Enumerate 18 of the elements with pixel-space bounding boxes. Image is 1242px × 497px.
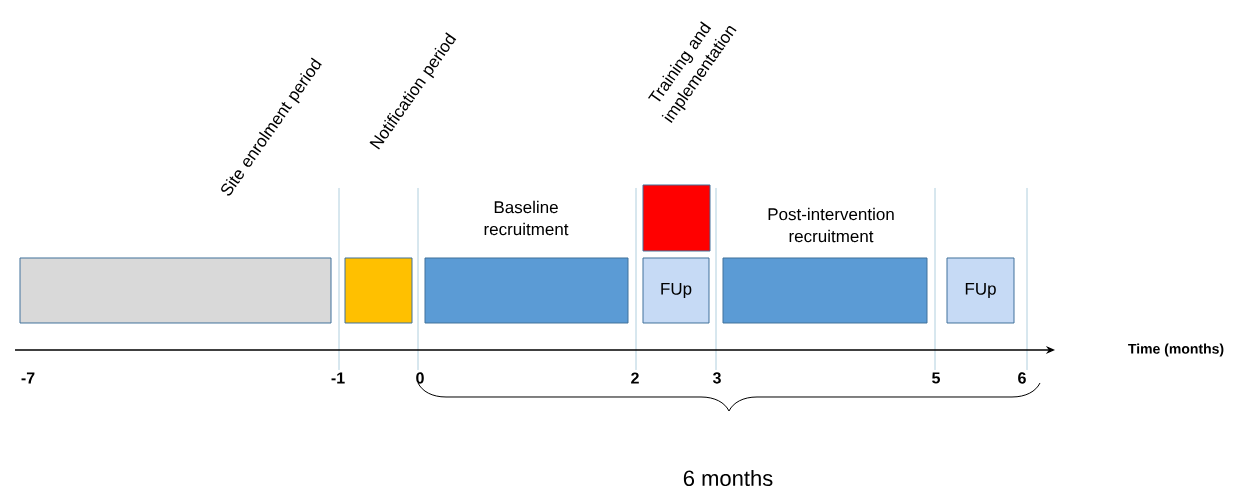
follow-up-box: FUp: [946, 257, 1015, 324]
phase-label: Baseline recruitment: [484, 200, 569, 236]
axis-label: Time (months): [1128, 343, 1224, 357]
intervention-box: [642, 184, 711, 252]
phase-label: Post-intervention recruitment: [768, 207, 894, 243]
period-bar: [722, 257, 928, 324]
tick-label: 6: [1018, 372, 1026, 384]
brace-label: 6 months: [683, 469, 773, 487]
period-bar: [424, 257, 629, 324]
tick-label: 0: [416, 372, 424, 384]
follow-up-box: FUp: [642, 257, 710, 324]
tick-label: -1: [331, 372, 345, 384]
tick-label: 2: [631, 372, 639, 384]
tick-label: -7: [21, 372, 35, 384]
tick-label: 3: [712, 372, 721, 384]
tick-label: 5: [932, 372, 940, 384]
period-bar: [19, 257, 332, 324]
period-bar: [344, 257, 413, 324]
